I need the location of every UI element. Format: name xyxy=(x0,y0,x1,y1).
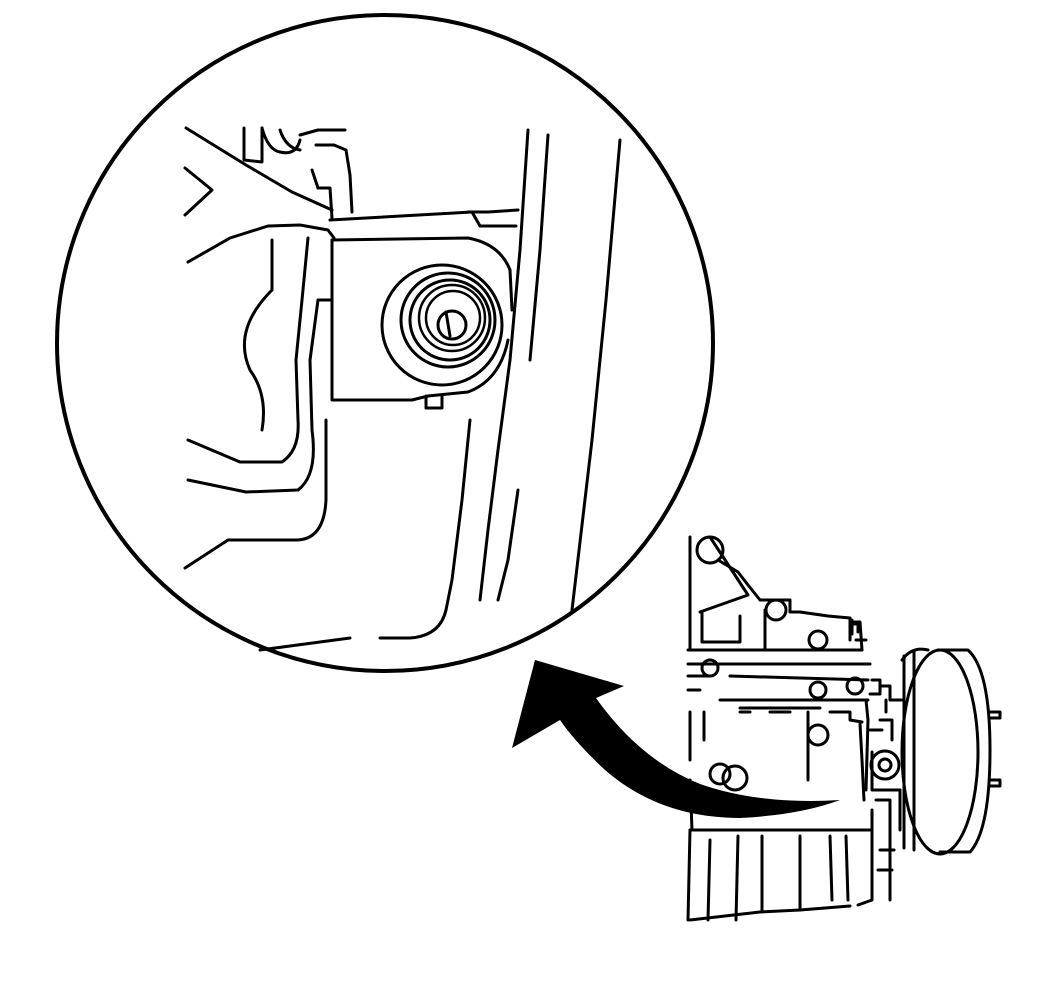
engine-overview xyxy=(686,535,1002,922)
upper-linkage xyxy=(183,126,354,264)
arrow-shape xyxy=(512,660,840,818)
detail-inset-circle xyxy=(55,13,715,673)
left-contours xyxy=(183,236,328,570)
bracket-plate xyxy=(316,208,520,410)
detail-view xyxy=(55,13,715,673)
bolt-bushing xyxy=(380,263,504,387)
callout-arrow xyxy=(512,660,840,818)
frame-rails xyxy=(258,128,622,652)
